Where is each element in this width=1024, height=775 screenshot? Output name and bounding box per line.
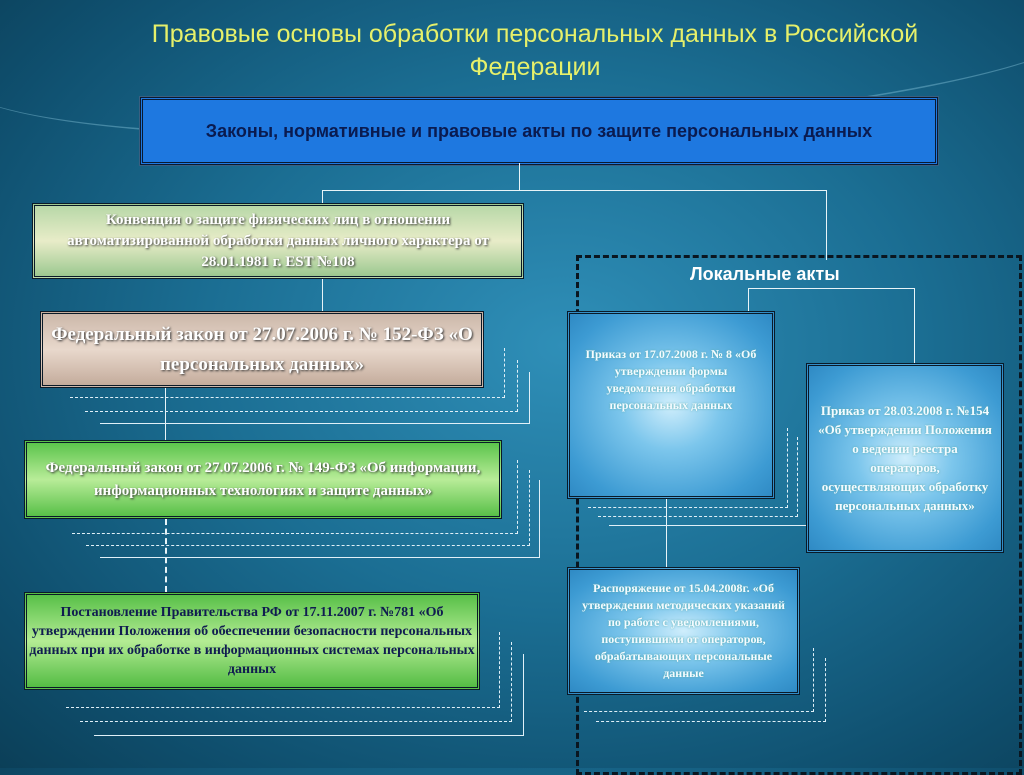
connector [826,190,827,260]
connector [165,388,166,440]
government-decree-781-box: Постановление Правительства РФ от 17.11.… [24,592,480,690]
header-box: Законы, нормативные и правовые акты по з… [139,96,939,166]
connector [322,190,323,204]
directive-box: Распоряжение от 15.04.2008г. «Об утвержд… [567,567,800,695]
stack-outline [86,470,530,546]
stack-outline [85,360,518,412]
stack-outline [598,437,798,517]
convention-box: Конвенция о защите физических лиц в отно… [32,203,524,279]
stack-outline [66,632,500,708]
order-8-box: Приказ от 17.07.2008 г. № 8 «Об утвержде… [567,311,775,499]
connector [914,288,915,364]
slide-title: Правовые основы обработки персональных д… [151,20,919,81]
stack-outline [584,648,814,712]
stack-outline [70,348,505,398]
stack-outline [80,642,512,722]
order-154-box: Приказ от 28.03.2008 г. №154 «Об утвержд… [806,363,1004,553]
stack-outline [72,460,518,534]
stack-outline [596,658,826,722]
stack-outline [100,480,540,558]
federal-law-149-box: Федеральный закон от 27.07.2006 г. № 149… [24,440,502,519]
stack-outline [94,654,524,736]
connector [519,163,520,191]
connector [322,279,323,312]
connector [748,288,915,289]
connector [666,498,667,568]
connector [165,519,167,592]
local-acts-label: Локальные акты [690,264,840,284]
stack-outline [100,372,530,424]
federal-law-152-box: Федеральный закон от 27.07.2006 г. № 152… [40,311,484,388]
connector [322,190,827,191]
stack-outline [588,428,788,508]
